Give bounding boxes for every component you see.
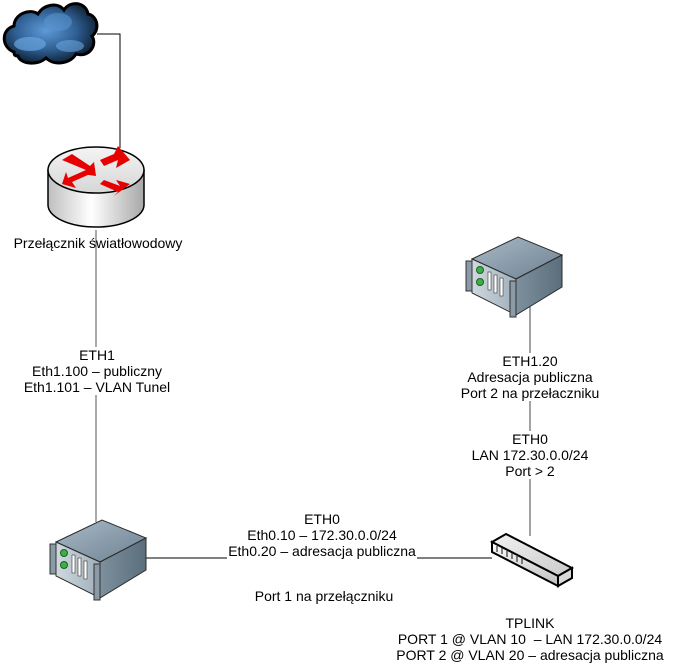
tplink-uplink-port: Port > 2 [430,463,630,479]
downlink-vlan-lan: Eth0.10 – 172.30.0.0/24 [247,527,397,543]
cloud-icon [2,2,99,65]
tplink-port1: PORT 1 @ VLAN 10 – LAN 172.30.0.0/24 [374,631,684,647]
tplink-uplink-label: ETH0 LAN 172.30.0.0/24 Port > 2 [430,431,630,479]
router-label: Przełącznik światłowodowy [0,235,196,251]
secondary-interface: ETH1.20 [430,353,630,369]
port-note-label: Port 1 na przełączniku [226,588,422,604]
link-cloud-router [97,33,121,148]
tplink-port2: PORT 2 @ VLAN 20 – adresacja publiczna [374,647,684,663]
uplink-interface: ETH1 [0,347,194,363]
main-server-downlink-label: ETH0 Eth0.10 – 172.30.0.0/24 Eth0.20 – a… [206,511,438,559]
downlink-vlan-public: Eth0.20 – adresacja publiczna [227,543,417,559]
port-note-text: Port 1 na przełączniku [226,588,422,604]
uplink-vlan-tunnel: Eth1.101 – VLAN Tunel [0,379,194,395]
tplink-name: TPLINK [374,615,684,631]
router-label-text: Przełącznik światłowodowy [13,235,183,251]
secondary-addressing: Adresacja publiczna [430,369,630,385]
tplink-uplink-lan: LAN 172.30.0.0/24 [430,447,630,463]
tplink-uplink-interface: ETH0 [430,431,630,447]
uplink-vlan-public: Eth1.100 – publiczny [0,363,194,379]
router-icon [47,146,145,228]
connections [95,33,531,559]
secondary-server-label: ETH1.20 Adresacja publiczna Port 2 na pr… [430,353,630,401]
tplink-label: TPLINK PORT 1 @ VLAN 10 – LAN 172.30.0.0… [374,615,684,663]
main-server-uplink-label: ETH1 Eth1.100 – publiczny Eth1.101 – VLA… [0,347,194,395]
downlink-interface: ETH0 [304,511,340,527]
secondary-port-note: Port 2 na przełaczniku [430,385,630,401]
switch-icon [489,532,575,588]
secondary-server-icon [465,236,564,318]
main-server-icon [49,519,148,601]
